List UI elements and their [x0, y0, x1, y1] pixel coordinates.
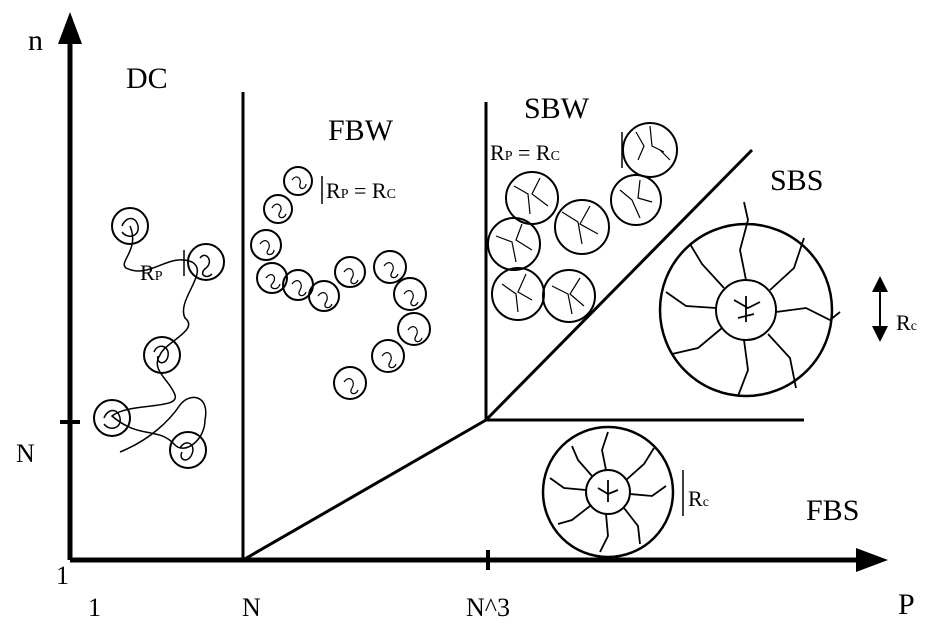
region-sbs: SBS — [770, 164, 823, 197]
region-fbs: FBS — [806, 494, 859, 527]
origin-label: 1 — [56, 561, 69, 590]
x-tick-label-n3: N^3 — [466, 593, 510, 622]
fbs-radius-label: Rc — [688, 486, 709, 511]
phase-boundaries — [241, 92, 804, 562]
sbw-radius-label: RP = RC — [490, 140, 560, 165]
y-tick-label-n: N — [16, 439, 35, 468]
axes — [58, 12, 888, 572]
boundary-fbw-fbs — [242, 418, 487, 562]
region-fbw: FBW — [328, 114, 394, 147]
x-tick-label-1: 1 — [88, 593, 101, 622]
y-axis-arrowhead — [58, 12, 82, 44]
dc-chain-illustration — [93, 207, 225, 469]
x-tick-label-n: N — [242, 593, 261, 622]
region-dc: DC — [126, 62, 168, 95]
x-axis-arrowhead — [856, 548, 888, 572]
region-sbw: SBW — [524, 92, 590, 125]
sbw-blob-chain — [487, 122, 678, 323]
fbs-star-illustration — [541, 425, 675, 559]
sbs-star-illustration — [658, 201, 841, 398]
boundary-sbw-sbs — [484, 148, 754, 422]
y-axis-label: n — [28, 24, 43, 57]
fbw-radius-label: RP = RC — [326, 178, 396, 203]
sbs-radius-arrow — [872, 276, 888, 342]
fbw-blob-chain — [250, 166, 431, 400]
sbs-radius-label: Rc — [896, 310, 917, 335]
x-axis-label: P — [898, 588, 915, 621]
dc-radius-label: RP — [140, 260, 163, 285]
